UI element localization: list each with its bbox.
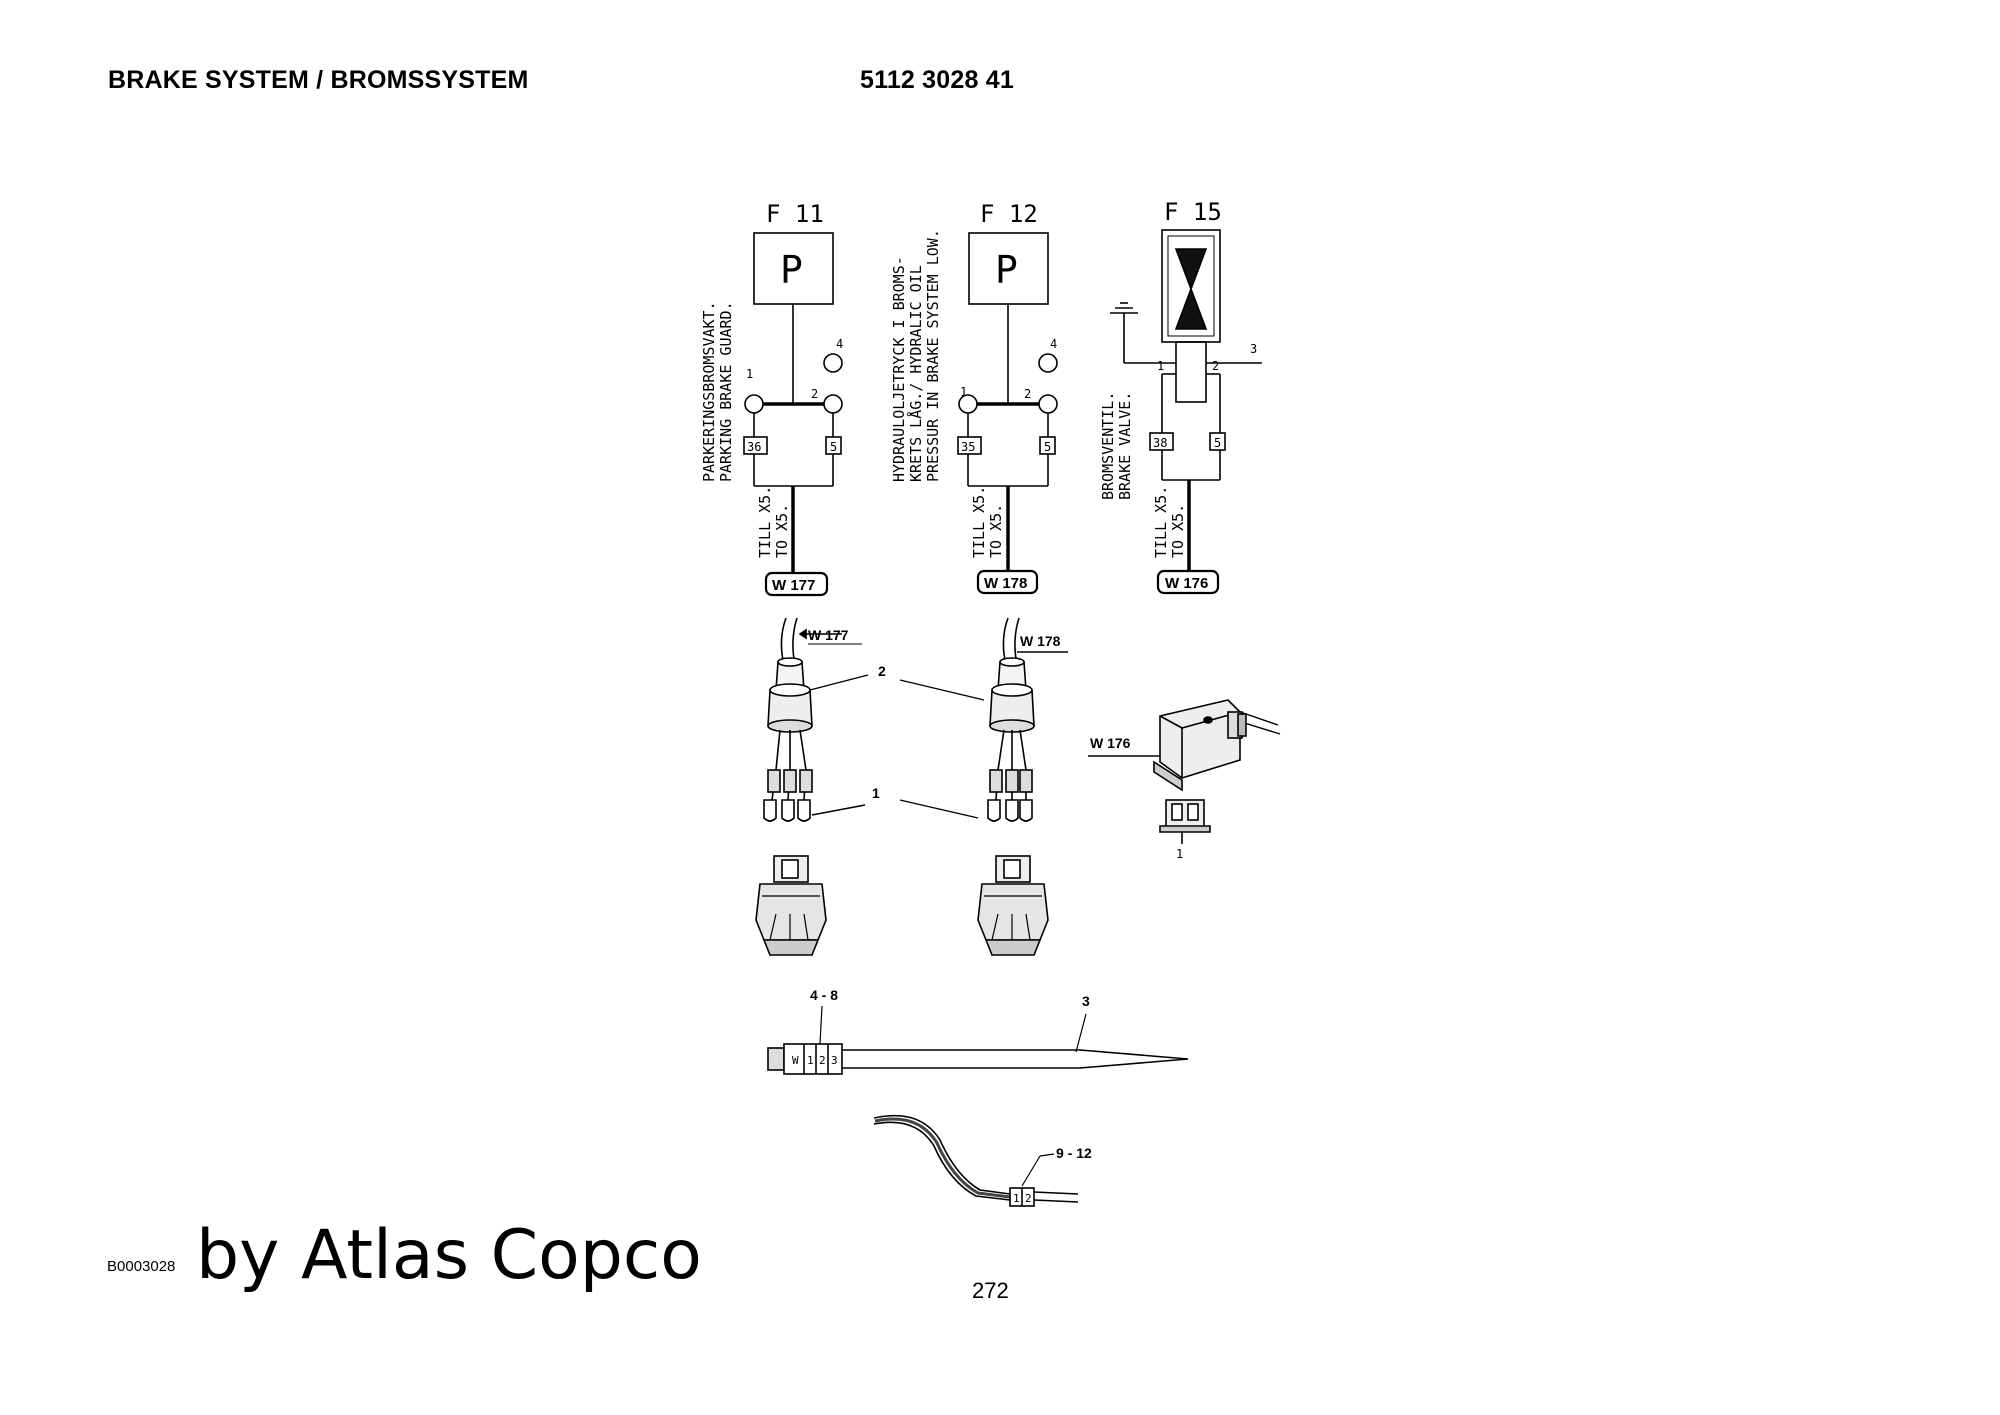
unit-f12-desc-line3: PRESSUR IN BRAKE SYSTEM LOW. xyxy=(924,229,942,482)
unit-f15: F 15 3 1 2 38 5 W 176 BROMSVENTIL. BRAKE… xyxy=(1099,198,1262,595)
unit-f11-pin2 xyxy=(823,394,843,414)
item-callouts: 2 1 xyxy=(809,663,985,819)
unit-f12-terminal-b-label: 5 xyxy=(1044,440,1051,454)
unit-f11-route-en: TO X5. xyxy=(773,504,791,558)
unit-f12-route-sv: TILL X5. xyxy=(970,486,988,558)
unit-f11-pin4 xyxy=(823,353,843,373)
callout-w176: W 176 xyxy=(1090,735,1131,751)
callout-item1-small: 1 xyxy=(1176,847,1183,861)
callout-w177: W 177 xyxy=(808,627,849,643)
callout-item1: 1 xyxy=(872,785,880,801)
unit-f15-route-sv: TILL X5. xyxy=(1152,486,1170,558)
sleeve-char-1: 1 xyxy=(1013,1192,1020,1205)
unit-f12-symbol: P xyxy=(995,248,1018,292)
unit-f15-id: F 15 xyxy=(1164,198,1222,226)
page-title: BRAKE SYSTEM / BROMSSYSTEM xyxy=(108,66,529,94)
unit-f12-desc-line2: KRETS LÅG./ HYDRALIC OIL xyxy=(906,265,925,482)
unit-f15-terminal-b xyxy=(1209,432,1226,451)
part-number: 5112 3028 41 xyxy=(860,66,1014,94)
unit-f11-terminal-b xyxy=(825,436,842,455)
unit-f11-terminal-b-label: 5 xyxy=(830,440,837,454)
callout-item48: 4 - 8 xyxy=(810,987,838,1003)
unit-f11-desc-sv: PARKERINGSBROMSVAKT. xyxy=(700,301,718,482)
cable-marker-assembly: 4 - 8 W 1 2 3 3 xyxy=(767,987,1189,1075)
unit-f11: F 11 P 1 2 4 36 5 W 177 PARKERINGSBROMSV… xyxy=(700,200,843,597)
unit-f11-route-sv: TILL X5. xyxy=(756,486,774,558)
unit-f11-pin4-label: 4 xyxy=(836,337,843,351)
unit-f12: F 12 P 1 2 4 35 5 W 178 HYDRAULOLJETRYCK… xyxy=(890,200,1058,595)
callout-item3: 3 xyxy=(1082,993,1090,1009)
marker-char-w: W xyxy=(792,1054,799,1067)
valve-connector-w176: W 176 1 xyxy=(1088,699,1281,861)
unit-f11-id: F 11 xyxy=(766,200,824,228)
unit-f12-terminal-a-label: 35 xyxy=(961,440,975,454)
unit-f11-cable-tag xyxy=(764,571,829,597)
unit-f15-terminal-a-label: 38 xyxy=(1153,436,1167,450)
unit-f15-terminal-a xyxy=(1149,432,1174,451)
unit-f15-cable-tag xyxy=(1156,569,1220,595)
unit-f15-cable-tag-label: W 176 xyxy=(1165,575,1208,592)
callout-item2: 2 xyxy=(878,663,886,679)
unit-f15-pin1-label: 1 xyxy=(1157,359,1164,373)
unit-f11-terminal-a-label: 36 xyxy=(747,440,761,454)
unit-f12-cable-tag xyxy=(976,569,1039,595)
unit-f12-cable-tag-label: W 178 xyxy=(984,575,1027,592)
page-number: 272 xyxy=(972,1278,1009,1303)
unit-f11-symbol: P xyxy=(780,248,803,292)
unit-f15-connector xyxy=(1175,341,1207,403)
unit-f11-cable-tag-label: W 177 xyxy=(772,577,815,594)
unit-f15-pin3-label: 3 xyxy=(1250,342,1257,356)
unit-f12-pin4 xyxy=(1038,353,1058,373)
unit-f11-pin1 xyxy=(744,394,764,414)
unit-f15-desc-en: BRAKE VALVE. xyxy=(1116,392,1134,500)
unit-f11-pin1-label: 1 xyxy=(746,367,753,381)
unit-f12-terminal-a xyxy=(957,436,982,455)
marker-char-3: 3 xyxy=(831,1054,838,1067)
connector-w178: W 178 xyxy=(977,617,1068,956)
unit-f12-pin1-label: 1 xyxy=(960,385,967,399)
callout-item912: 9 - 12 xyxy=(1056,1145,1092,1161)
unit-f12-pin4-label: 4 xyxy=(1050,337,1057,351)
unit-f11-desc-en: PARKING BRAKE GUARD. xyxy=(717,301,735,482)
cable-sleeve-assembly: 1 2 9 - 12 xyxy=(873,1114,1092,1207)
brand-watermark: by Atlas Copco xyxy=(196,1216,702,1295)
unit-f15-pin2-label: 2 xyxy=(1212,359,1219,373)
unit-f15-desc-sv: BROMSVENTIL. xyxy=(1099,392,1117,500)
unit-f15-valve-symbol xyxy=(1174,248,1208,330)
unit-f15-route-en: TO X5. xyxy=(1169,504,1187,558)
unit-f12-pin2-label: 2 xyxy=(1024,387,1031,401)
unit-f11-terminal-a xyxy=(743,436,768,455)
unit-f12-route-en: TO X5. xyxy=(987,504,1005,558)
connector-w177: W 177 xyxy=(755,617,866,956)
unit-f12-pin2 xyxy=(1038,394,1058,414)
document-code: B0003028 xyxy=(107,1258,176,1275)
marker-char-1: 1 xyxy=(807,1054,814,1067)
unit-f12-id: F 12 xyxy=(980,200,1038,228)
unit-f12-desc-line1: HYDRAULOLJETRYCK I BROMS- xyxy=(890,256,908,482)
callout-w178: W 178 xyxy=(1020,633,1061,649)
unit-f12-terminal-b xyxy=(1039,436,1056,455)
marker-char-2: 2 xyxy=(819,1054,826,1067)
unit-f11-pin2-label: 2 xyxy=(811,387,818,401)
unit-f15-terminal-b-label: 5 xyxy=(1214,436,1221,450)
sleeve-char-2: 2 xyxy=(1025,1192,1032,1205)
